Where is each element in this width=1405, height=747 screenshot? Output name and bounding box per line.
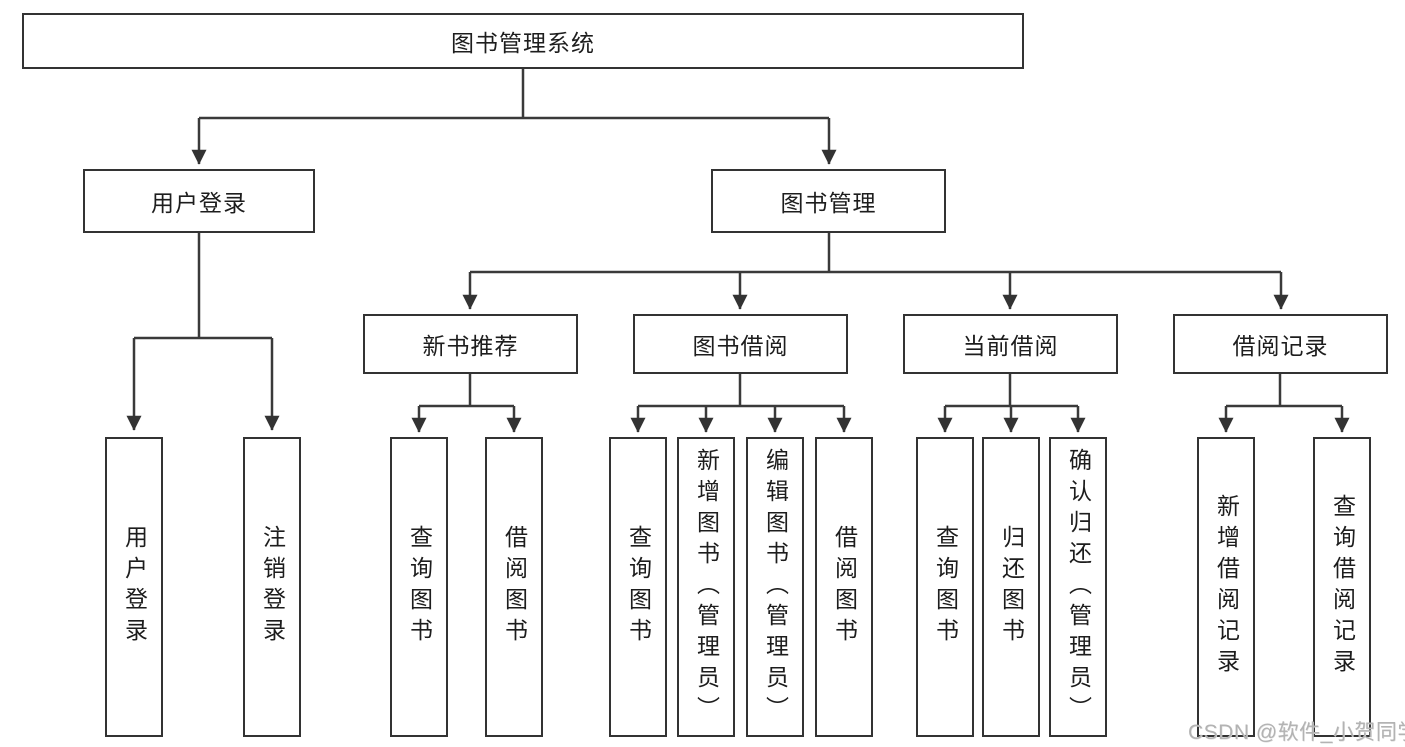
node-label: 查询图书 [406, 525, 433, 649]
node-borrowing-borrow-books: 借阅图书 [815, 437, 873, 737]
node-borrow-records: 借阅记录 [1173, 314, 1388, 374]
node-records-query-record: 查询借阅记录 [1313, 437, 1371, 737]
node-label: 注销登录 [259, 525, 286, 649]
node-label: 借阅记录 [1232, 333, 1329, 359]
node-user-login: 用户登录 [83, 169, 315, 233]
node-label: 图书借阅 [692, 333, 789, 359]
node-book-management: 图书管理 [711, 169, 946, 233]
node-label: 用户登录 [151, 190, 247, 216]
node-label: 借阅图书 [501, 525, 528, 649]
node-root-system: 图书管理系统 [22, 13, 1024, 69]
node-label: 当前借阅 [962, 333, 1059, 359]
node-user-login-action: 用户登录 [105, 437, 163, 737]
node-logout-action: 注销登录 [243, 437, 301, 737]
node-records-add-record: 新增借阅记录 [1197, 437, 1255, 737]
csdn-watermark: CSDN @软件_小贺同学 [1188, 721, 1405, 744]
node-newbook-query-books: 查询图书 [390, 437, 448, 737]
node-borrowing-query-books: 查询图书 [609, 437, 667, 737]
node-book-borrowing: 图书借阅 [633, 314, 848, 374]
node-label: 查询借阅记录 [1329, 494, 1356, 680]
node-current-confirm-return-admin: 确认归还（管理员） [1049, 437, 1107, 737]
node-borrowing-edit-books-admin: 编辑图书（管理员） [746, 437, 804, 737]
node-current-return-books: 归还图书 [982, 437, 1040, 737]
node-label: 用户登录 [121, 525, 148, 649]
node-label: 归还图书 [998, 525, 1025, 649]
node-label: 新增借阅记录 [1213, 494, 1240, 680]
node-label: 图书管理 [780, 190, 877, 216]
node-borrowing-add-books-admin: 新增图书（管理员） [677, 437, 735, 737]
node-label: 新书推荐 [422, 333, 519, 359]
node-label: 图书管理系统 [451, 30, 595, 56]
node-label: 借阅图书 [831, 525, 858, 649]
node-label: 新增图书（管理员） [693, 447, 720, 727]
node-label: 编辑图书（管理员） [762, 447, 789, 727]
node-label: 确认归还（管理员） [1065, 447, 1092, 727]
node-current-borrowing: 当前借阅 [903, 314, 1118, 374]
node-current-query-books: 查询图书 [916, 437, 974, 737]
node-newbook-borrow-books: 借阅图书 [485, 437, 543, 737]
node-label: 查询图书 [625, 525, 652, 649]
node-label: 查询图书 [932, 525, 959, 649]
node-new-book-recommend: 新书推荐 [363, 314, 578, 374]
